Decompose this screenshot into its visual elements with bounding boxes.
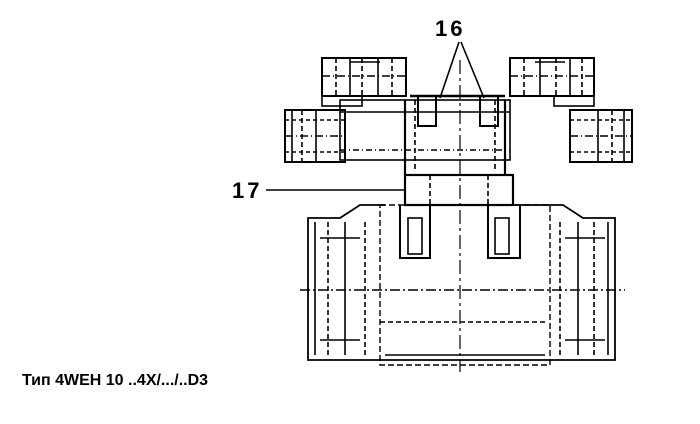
right-solenoid xyxy=(509,57,633,163)
pilot-ports-16 xyxy=(410,94,505,127)
main-valve-body xyxy=(300,204,625,366)
pilot-valve-body xyxy=(339,99,511,175)
left-solenoid xyxy=(284,57,407,163)
callout-label-16: 16 xyxy=(435,16,466,41)
intermediate-plate-17 xyxy=(403,173,515,207)
type-designation-caption: Тип 4WEH 10 ..4X/.../..D3 xyxy=(22,372,209,389)
callout-label-17: 17 xyxy=(232,178,263,203)
leader-16 xyxy=(439,41,485,99)
